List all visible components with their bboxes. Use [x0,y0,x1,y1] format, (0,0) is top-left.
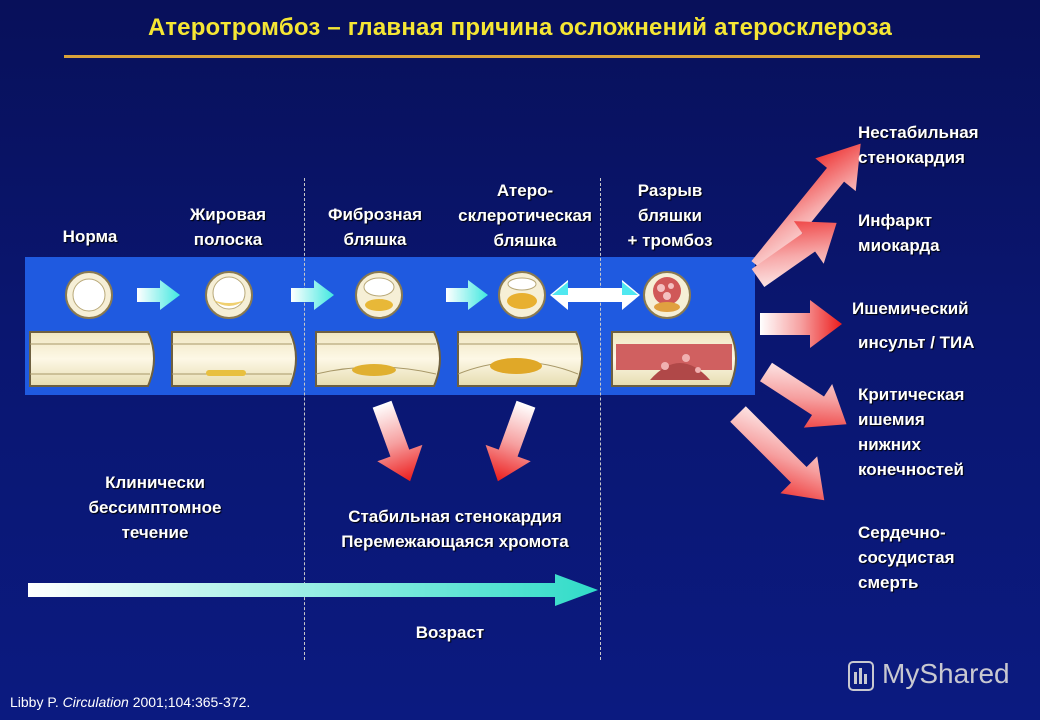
cross-section-normal [65,271,113,319]
arrow-outcome-4 [760,362,847,428]
age-label: Возраст [415,623,485,642]
title-underline [64,55,980,58]
divider-left [304,178,305,660]
arrow-down-1 [372,400,423,482]
arrow-outcome-1 [751,143,861,275]
arrow-double-stage-4 [550,280,640,310]
arrow-stage-3 [446,280,488,310]
age-arrow [28,574,598,606]
page-title: Атеротромбоз – главная причина осложнени… [147,14,893,41]
divider-right [600,178,601,660]
arrow-down-2 [485,400,536,482]
arrow-outcome-2 [751,221,837,288]
vessel-rupture [611,331,737,387]
watermark-logo-icon [846,658,876,694]
arrow-stage-1 [137,280,180,310]
watermark-text: MyShared [882,658,1010,689]
arrow-outcome-3 [760,300,842,348]
stage-label-normal: Норма [62,227,118,246]
cross-section-atherosclerotic [498,271,546,319]
cross-section-fatty-streak [205,271,253,319]
vessel-atherosclerotic [457,331,583,387]
vessel-normal [29,331,155,387]
vessel-fatty-streak [171,331,297,387]
arrow-outcome-5 [730,406,825,501]
arrow-stage-2 [291,280,334,310]
cross-section-fibrous [355,271,403,319]
cross-section-rupture [643,271,691,319]
citation: Libby P. Circulation 2001;104:365-372. [10,694,251,710]
vessel-fibrous [315,331,441,387]
